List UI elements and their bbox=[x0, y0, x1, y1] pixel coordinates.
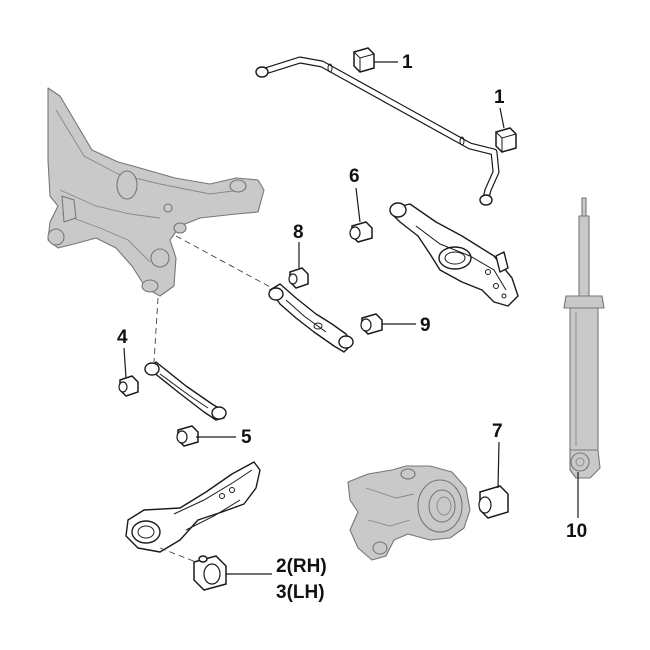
rear-subframe bbox=[47, 87, 265, 297]
alignment-lines bbox=[153, 235, 273, 563]
steering-knuckle bbox=[347, 465, 471, 561]
callout-6: 6 bbox=[349, 166, 360, 187]
knuckle-bushing-7 bbox=[478, 485, 509, 519]
upper-control-arm bbox=[389, 202, 519, 307]
callout-9: 9 bbox=[420, 315, 431, 336]
stabilizer-bush-upper bbox=[353, 47, 375, 73]
stabilizer-bar bbox=[255, 56, 500, 206]
lateral-link-upper bbox=[268, 283, 354, 353]
callout-3-lh: 3(LH) bbox=[276, 582, 325, 603]
lateral-link-lower bbox=[144, 361, 227, 421]
trailing-arm bbox=[125, 461, 261, 553]
stabilizer-bush-lower bbox=[495, 127, 517, 153]
bushing-4 bbox=[118, 375, 139, 397]
trailing-arm-bushing bbox=[193, 555, 227, 591]
leader-lines bbox=[123, 61, 579, 575]
shock-absorber bbox=[563, 197, 605, 479]
callout-2-rh: 2(RH) bbox=[276, 556, 327, 577]
bushing-8 bbox=[288, 267, 309, 289]
bushing-9 bbox=[360, 313, 383, 335]
callout-10: 10 bbox=[566, 521, 587, 542]
callout-8: 8 bbox=[293, 222, 304, 243]
bushing-5 bbox=[176, 425, 199, 447]
bushing-6 bbox=[349, 221, 373, 243]
callout-1-upper: 1 bbox=[402, 52, 413, 73]
callout-1-lower: 1 bbox=[494, 87, 505, 108]
callout-4: 4 bbox=[117, 327, 128, 348]
callout-5: 5 bbox=[241, 427, 252, 448]
callout-7: 7 bbox=[492, 421, 503, 442]
